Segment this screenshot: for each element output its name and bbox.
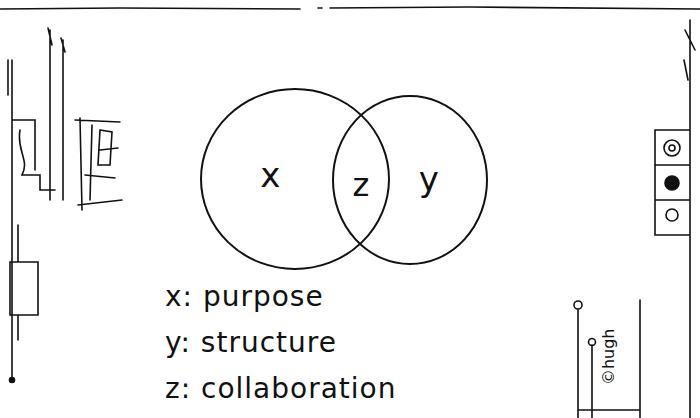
signature: ©hugh	[600, 329, 618, 386]
left-doodle	[8, 28, 122, 378]
circle-outline	[333, 96, 487, 264]
set-letter: y	[419, 161, 439, 198]
doodle-ring	[669, 145, 675, 151]
set-letter: x	[260, 157, 280, 194]
doodle-ring	[664, 140, 680, 156]
doodle-ring	[574, 301, 582, 309]
key-line: x: purpose	[165, 282, 324, 313]
doodle-dot	[10, 378, 15, 383]
doodle-dot	[665, 176, 679, 190]
right-doodle	[578, 20, 695, 418]
doodle-ring	[666, 209, 678, 221]
doodle-ring	[589, 339, 596, 346]
doodles	[0, 7, 700, 418]
key-line: z: collaboration	[165, 374, 396, 405]
overlap-letter: z	[353, 168, 370, 203]
top-border	[0, 7, 700, 9]
key-line: y: structure	[165, 328, 337, 359]
